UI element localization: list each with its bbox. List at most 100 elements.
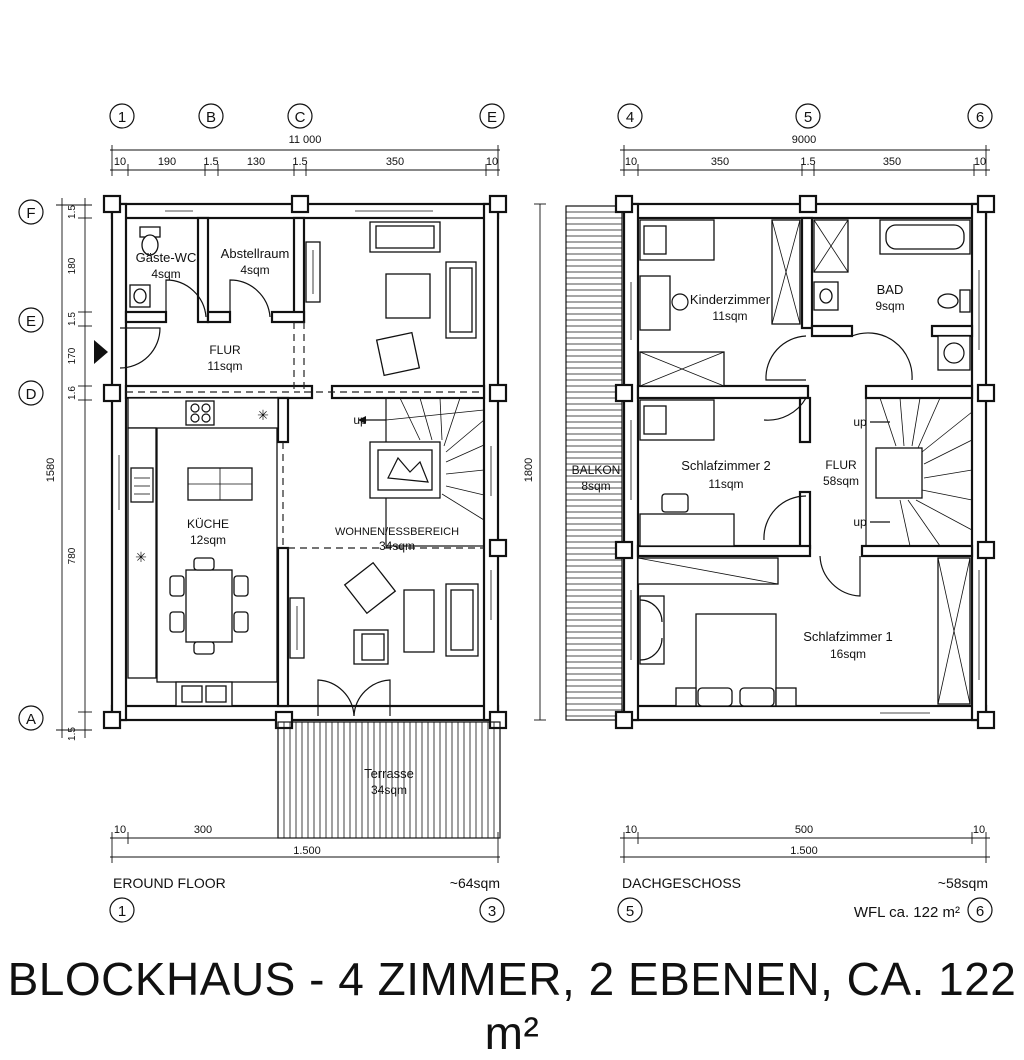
dimension-label: 350 [386,156,404,168]
axis-label: C [295,109,306,126]
room-name: Gäste-WC [136,250,197,265]
room-name: FLUR [825,458,857,472]
ground-floor-dimensions-top: 11 000 10 190 1.5 130 1.5 350 10 [110,134,500,176]
dimension-label: 1.6 [67,386,78,400]
floor-label: EROUND FLOOR [113,875,226,891]
stairs-up-label: up [853,415,867,429]
axis-label: 3 [488,903,496,920]
room-name: Kinderzimmer [690,292,771,307]
living-furniture-lower [289,561,479,665]
room-name: Schlafzimmer 2 [681,458,771,473]
attic-doors [763,332,913,597]
schlafzimmer2-furniture [639,399,735,547]
attic-room-labels: Kinderzimmer 11sqm BAD 9sqm Schlafzimmer… [572,282,905,661]
dimension-label: 1.5 [292,156,307,168]
ground-floor-walls [102,194,508,730]
axis-label: B [206,109,216,126]
ground-floor-axis-left: F E D A [18,199,44,731]
room-area: 58sqm [823,474,859,488]
dimension-total: 1.500 [293,845,321,857]
room-name: BALKON [572,463,621,477]
axis-label: 6 [976,109,984,126]
dimension-label: 350 [711,156,729,168]
attic-dimensions-bottom: 10 500 10 1.500 [620,824,990,863]
vent-icon: ✳ [257,407,269,423]
schlafzimmer1-furniture [637,557,971,707]
attic-stairs: up up [853,397,973,547]
balcony-decking [565,205,623,721]
dimension-label: 1.5 [203,156,218,168]
room-name: Terrasse [364,766,414,781]
room-name: WOHNEN/ESSBEREICH [335,526,459,538]
room-name: BAD [877,282,904,297]
room-area: 8sqm [581,479,610,493]
room-area: 4sqm [240,263,269,277]
axis-label: A [26,711,36,728]
room-area: 34sqm [379,539,415,553]
room-area: 11sqm [712,309,747,323]
room-area: 11sqm [207,359,242,373]
ground-floor-doors [94,279,484,717]
axis-label: 1 [118,109,126,126]
bathroom-fixtures [813,219,971,371]
floor-area: ~64sqm [450,875,500,891]
attic-floor-plan: 4 5 6 9000 10 350 1.5 350 10 [523,103,996,923]
fridge-icon: ✳ [135,549,147,565]
dimension-total: 1.500 [790,845,818,857]
ground-floor-dimensions-bottom: 10 300 1.500 [110,824,500,863]
page-title: BLOCKHAUS - 4 ZIMMER, 2 EBENEN, CA. 122 … [7,953,1017,1059]
room-area: 34sqm [371,783,407,797]
ground-floor-fixtures [129,226,161,308]
ground-floor-stairs: up [353,397,485,547]
stairs-up-label: up [853,515,867,529]
stairs-up-label: up [353,413,367,427]
dimension-label: 10 [486,156,498,168]
dimension-label: 780 [67,547,78,564]
dimension-label: 1.5 [67,205,78,219]
dimension-label: 10 [114,156,126,168]
room-name: Abstellraum [221,246,290,261]
room-area: 4sqm [151,267,180,281]
dimension-label: 190 [158,156,176,168]
axis-label: 6 [976,903,984,920]
floor-area: ~58sqm [938,875,988,891]
kitchen-furniture: ✳ ✳ [127,397,279,707]
room-name: FLUR [209,343,241,357]
ground-floor-plan: 1 B C E 11 000 10 190 1.5 130 1.5 [18,103,508,923]
axis-label: E [487,109,497,126]
axis-label: D [26,386,37,403]
dimension-total: 1580 [45,458,57,482]
room-name: Schlafzimmer 1 [803,629,893,644]
floor-plan-drawing: 1 B C E 11 000 10 190 1.5 130 1.5 [18,103,996,923]
room-area: 12sqm [190,533,226,547]
axis-label: F [26,205,35,222]
axis-label: E [26,313,36,330]
dimension-label: 500 [795,824,813,836]
dimension-label: 10 [625,824,637,836]
dimension-label: 1.5 [67,312,78,326]
attic-dimensions-side: 1800 [523,203,546,721]
room-area: 11sqm [708,477,743,491]
total-living-area: WFL ca. 122 m² [854,904,960,921]
ground-floor-dimensions-left: 1.5 180 1.5 170 1.6 780 1.5 1580 [45,198,92,741]
dimension-label: 1.5 [67,727,78,741]
axis-label: 5 [626,903,634,920]
ground-floor-axis-top: 1 B C E [109,103,505,129]
entrance-arrow-icon [94,340,108,364]
dimension-label: 130 [247,156,265,168]
dimension-label: 10 [114,824,126,836]
dimension-label: 170 [67,347,78,364]
attic-walls [614,194,996,730]
dimension-label: 180 [67,257,78,274]
axis-label: 5 [804,109,812,126]
axis-label: 1 [118,903,126,920]
living-furniture-upper [305,221,477,377]
room-area: 16sqm [830,647,866,661]
floor-label: DACHGESCHOSS [622,875,741,891]
terrace-decking [277,721,501,839]
attic-axis-top: 4 5 6 [617,103,993,129]
dimension-label: 10 [974,156,986,168]
kinderzimmer-furniture [639,219,801,387]
dimension-total: 1800 [523,458,535,482]
dimension-label: 1.5 [800,156,815,168]
